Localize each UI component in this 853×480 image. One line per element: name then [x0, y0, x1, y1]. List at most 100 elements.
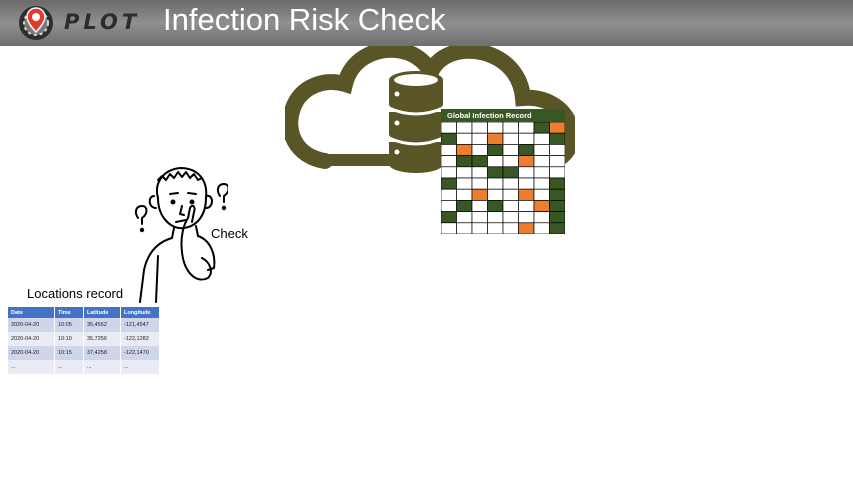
empty-cell [549, 166, 565, 179]
infected-cell [487, 200, 504, 212]
exposed-cell [518, 155, 535, 168]
global-infection-record: Global Infection Record [441, 109, 565, 234]
empty-cell [456, 166, 473, 179]
exposed-cell [518, 188, 535, 201]
infected-cell [487, 166, 504, 179]
empty-cell [518, 122, 535, 134]
exposed-cell [533, 200, 550, 212]
empty-cell [456, 188, 473, 201]
table-row: 2020-04-20 10:10 35,7256 -122,1282 [8, 332, 160, 346]
infected-cell [441, 177, 457, 190]
exposed-cell [549, 122, 565, 134]
empty-cell [441, 188, 457, 201]
exposed-cell [518, 222, 535, 234]
table-row: 2020-04-20 10:05 35,4552 -121,4547 [8, 318, 160, 332]
empty-cell [441, 222, 457, 234]
cell-latitude: 35,4552 [83, 318, 121, 332]
empty-cell [471, 200, 488, 212]
empty-cell [471, 166, 488, 179]
empty-cell [549, 155, 565, 168]
empty-cell [533, 155, 550, 168]
cell-longitude: -121,4547 [120, 318, 160, 332]
empty-cell [471, 222, 488, 234]
infected-cell [549, 177, 565, 190]
database-icon [388, 71, 444, 173]
cell-time: 10:10 [54, 332, 84, 346]
page-title: Infection Risk Check [163, 2, 446, 37]
grid-title: Global Infection Record [441, 109, 565, 122]
empty-cell [441, 144, 457, 156]
empty-cell [471, 132, 488, 145]
infected-cell [518, 144, 535, 156]
empty-cell [533, 177, 550, 190]
infected-cell [549, 132, 565, 145]
cell-time: 10:15 [54, 346, 84, 360]
empty-cell [533, 144, 550, 156]
infected-cell [441, 211, 457, 224]
table-header-row: Date Time Latitude Longitude [8, 307, 160, 318]
cell-latitude: 37,4258 [83, 346, 121, 360]
infected-cell [549, 200, 565, 212]
empty-cell [533, 222, 550, 234]
cell-date: 2020-04-20 [8, 346, 55, 360]
empty-cell [502, 211, 519, 224]
empty-cell [502, 155, 519, 168]
empty-cell [456, 222, 473, 234]
table-row: 2020-04-20 10:15 37,4258 -122,1470 [8, 346, 160, 360]
infected-cell [471, 155, 488, 168]
empty-cell [441, 155, 457, 168]
empty-cell [487, 155, 504, 168]
empty-cell [518, 132, 535, 145]
cell-time: ... [54, 360, 84, 374]
header-bar: PLOT Infection Risk Check [0, 0, 853, 46]
cell-time: 10:05 [54, 318, 84, 332]
infected-cell [441, 132, 457, 145]
infected-cell [533, 122, 550, 134]
empty-cell [456, 132, 473, 145]
empty-cell [502, 132, 519, 145]
check-caption: Check [211, 226, 248, 241]
column-header-longitude: Longitude [120, 307, 160, 318]
locations-record-label: Locations record [27, 286, 124, 301]
empty-cell [456, 122, 473, 134]
column-header-date: Date [8, 307, 55, 318]
cell-longitude: ... [120, 360, 160, 374]
empty-cell [533, 188, 550, 201]
empty-cell [533, 211, 550, 224]
column-header-latitude: Latitude [83, 307, 121, 318]
cell-date: ... [8, 360, 55, 374]
empty-cell [471, 144, 488, 156]
cell-date: 2020-04-20 [8, 318, 55, 332]
empty-cell [487, 177, 504, 190]
empty-cell [502, 222, 519, 234]
empty-cell [502, 144, 519, 156]
infected-cell [487, 144, 504, 156]
empty-cell [502, 200, 519, 212]
empty-cell [487, 122, 504, 134]
empty-cell [471, 177, 488, 190]
empty-cell [441, 200, 457, 212]
empty-cell [487, 188, 504, 201]
thinking-person-icon [134, 167, 228, 303]
empty-cell [549, 144, 565, 156]
cell-longitude: -122,1470 [120, 346, 160, 360]
empty-cell [502, 122, 519, 134]
empty-cell [518, 211, 535, 224]
infected-cell [549, 222, 565, 234]
infected-cell [456, 155, 473, 168]
empty-cell [533, 132, 550, 145]
empty-cell [518, 166, 535, 179]
empty-cell [441, 166, 457, 179]
empty-cell [518, 200, 535, 212]
exposed-cell [471, 188, 488, 201]
infected-cell [456, 200, 473, 212]
exposed-cell [487, 132, 504, 145]
infected-cell [549, 211, 565, 224]
cell-longitude: -122,1282 [120, 332, 160, 346]
empty-cell [456, 211, 473, 224]
table-row: ... ... ... ... [8, 360, 160, 374]
infection-grid [441, 122, 565, 234]
cell-latitude: ... [83, 360, 121, 374]
gear-logo-icon [19, 6, 53, 40]
cell-date: 2020-04-20 [8, 332, 55, 346]
